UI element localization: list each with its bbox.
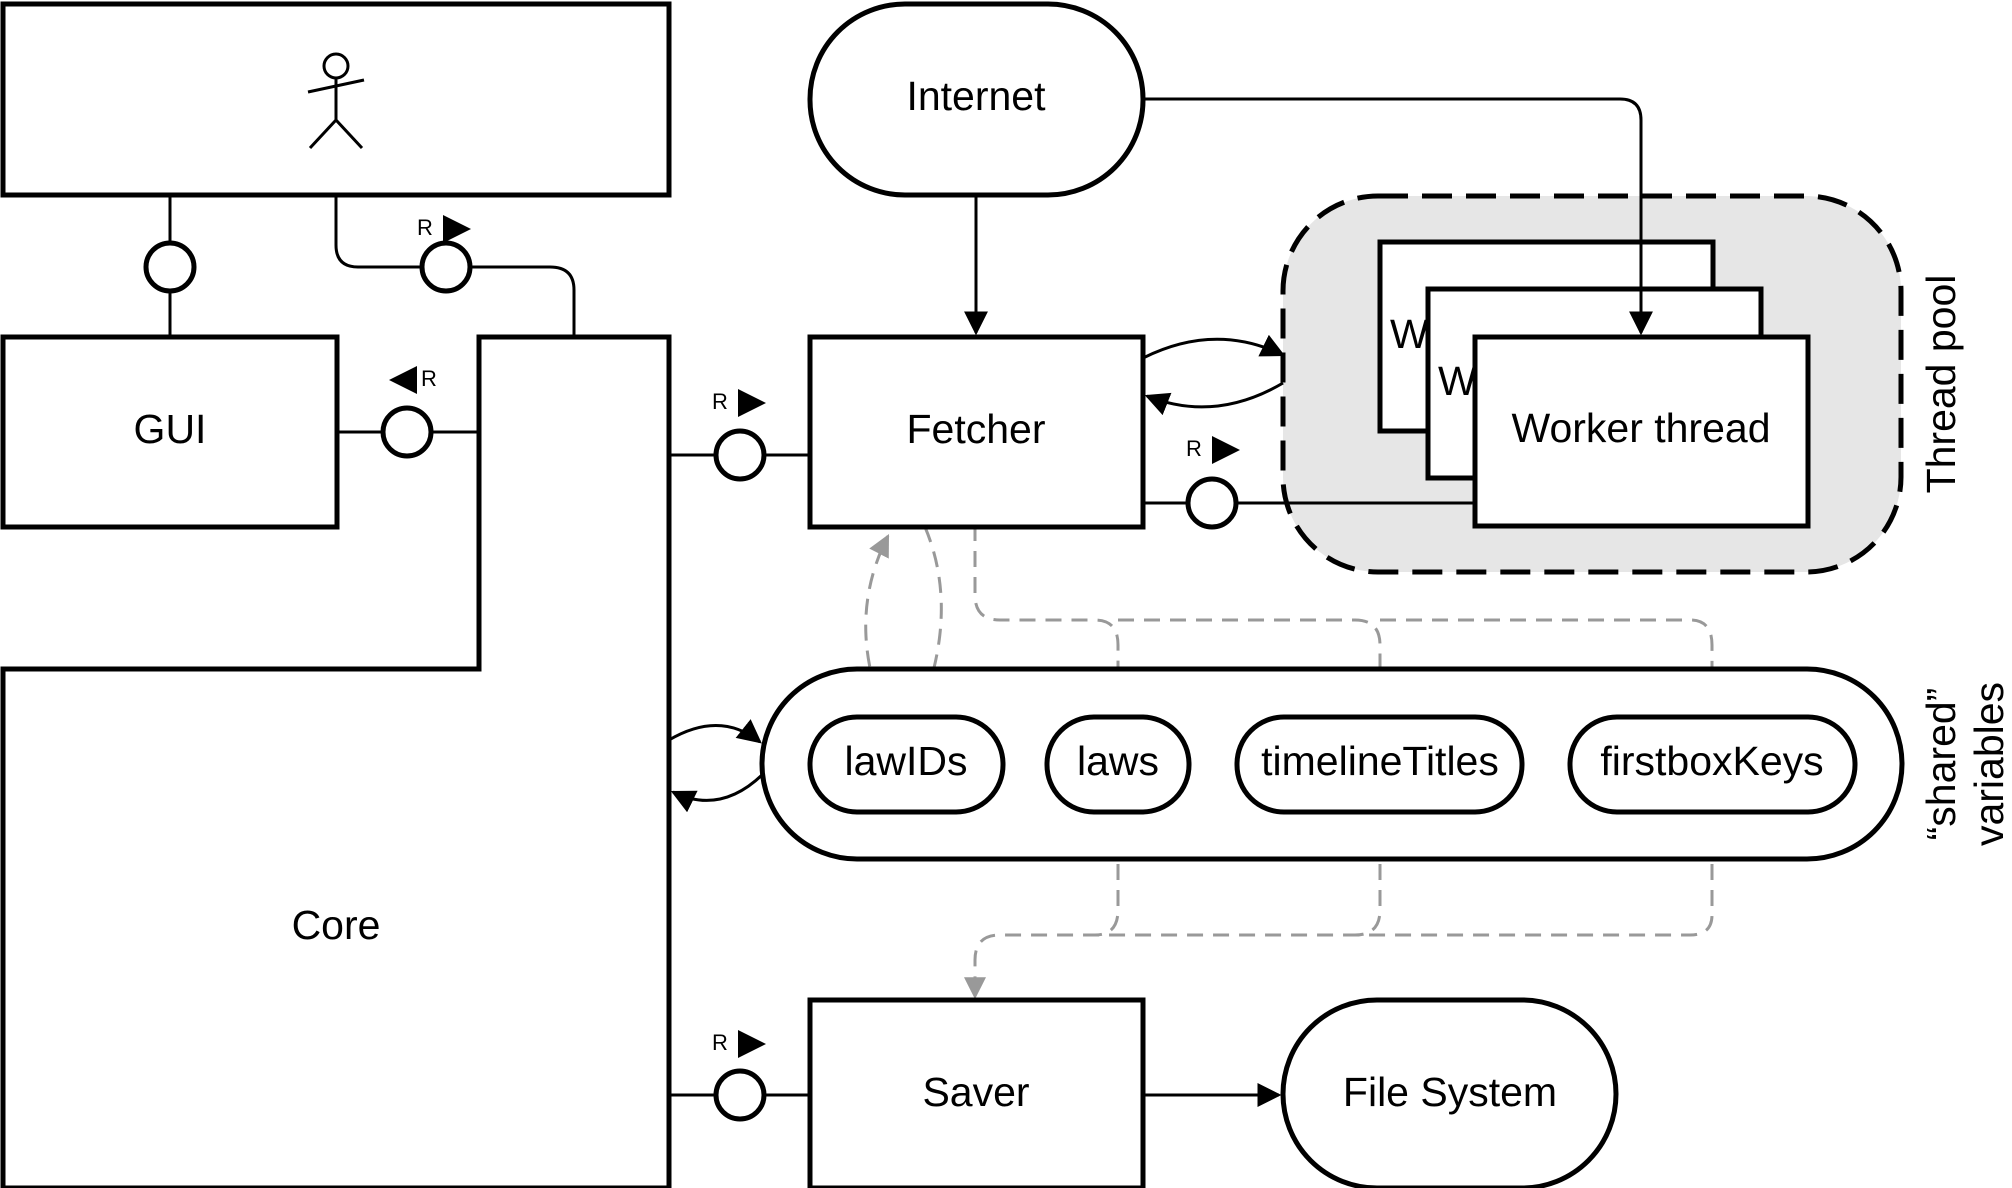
svg-text:R: R	[712, 1030, 728, 1055]
shared-variable-laws: laws	[1044, 714, 1192, 815]
shared-variable-flows	[864, 525, 1723, 1000]
arrow-threadpool-to-fetcher	[1144, 381, 1284, 416]
worker-thread-label: Worker thread	[1511, 405, 1770, 451]
shared-variable-firstboxkeys-label: firstboxKeys	[1600, 738, 1823, 784]
flow-lawids-to-fetcher	[864, 534, 890, 717]
flow-fetcher-to-laws	[973, 525, 1129, 715]
flow-timelinetitles-to-saver	[1354, 812, 1382, 937]
r-marker-gui-core: R	[389, 366, 437, 394]
saver-label: Saver	[922, 1069, 1029, 1115]
r-marker-core-fetcher: R	[712, 389, 766, 417]
interface-symbols	[143, 240, 1239, 1122]
shared-variable-laws-label: laws	[1077, 738, 1159, 784]
flow-laws-to-saver	[1094, 812, 1120, 937]
worker-thread-middle-label: W	[1438, 358, 1477, 404]
svg-text:R: R	[417, 215, 433, 240]
file-system	[1280, 997, 1619, 1188]
fetcher	[807, 334, 1146, 530]
shared-variable-firstboxkeys: firstboxKeys	[1567, 714, 1858, 815]
interface-fetcher-worker	[1185, 476, 1239, 530]
shared-variable-timelinetitles-label: timelineTitles	[1261, 738, 1499, 784]
arrow-fetcher-to-threadpool	[1142, 334, 1286, 360]
interface-user-gui	[143, 240, 197, 294]
interface-gui-core	[380, 405, 434, 459]
user-actor-icon	[307, 52, 365, 150]
svg-text:R: R	[421, 366, 437, 391]
svg-text:R: R	[1186, 436, 1202, 461]
thread-pool-label: Thread pool	[1918, 275, 1964, 494]
arrow-core-to-shared	[668, 719, 762, 744]
r-marker-fetcher-worker: R	[1186, 436, 1240, 464]
r-marker-core-saver: R	[712, 1030, 766, 1058]
r-marker-user-core: R	[417, 215, 471, 243]
core-label: Core	[292, 902, 381, 948]
saver	[807, 997, 1146, 1188]
flow-firstboxkeys-to-saver	[964, 812, 1714, 1000]
fetcher-label: Fetcher	[907, 406, 1046, 452]
shared-variables-label-line1: “shared”	[1918, 688, 1964, 841]
flow-fetcher-to-firstboxkeys	[1380, 618, 1723, 715]
file-system-label: File System	[1343, 1069, 1557, 1115]
interface-core-saver	[713, 1068, 767, 1122]
shared-variable-lawids-label: lawIDs	[844, 738, 967, 784]
svg-text:R: R	[712, 389, 728, 414]
flow-fetcher-to-timelinetitles	[1118, 618, 1391, 715]
role-markers: R R R R R	[389, 215, 1240, 1058]
shared-variables-label-line2: variables	[1966, 682, 2012, 846]
worker-thread	[1472, 334, 1811, 529]
interface-user-core	[419, 240, 473, 294]
gui-label: GUI	[134, 406, 207, 452]
arrow-internet-to-worker	[1143, 97, 1653, 336]
interface-core-fetcher	[713, 428, 767, 482]
shared-variable-timelinetitles: timelineTitles	[1234, 714, 1525, 815]
shared-variable-lawids: lawIDs	[807, 714, 1006, 815]
internet-label: Internet	[906, 73, 1046, 119]
worker-thread-back-label: W	[1390, 311, 1429, 357]
core	[0, 334, 672, 1188]
arrow-shared-to-core	[670, 773, 764, 813]
